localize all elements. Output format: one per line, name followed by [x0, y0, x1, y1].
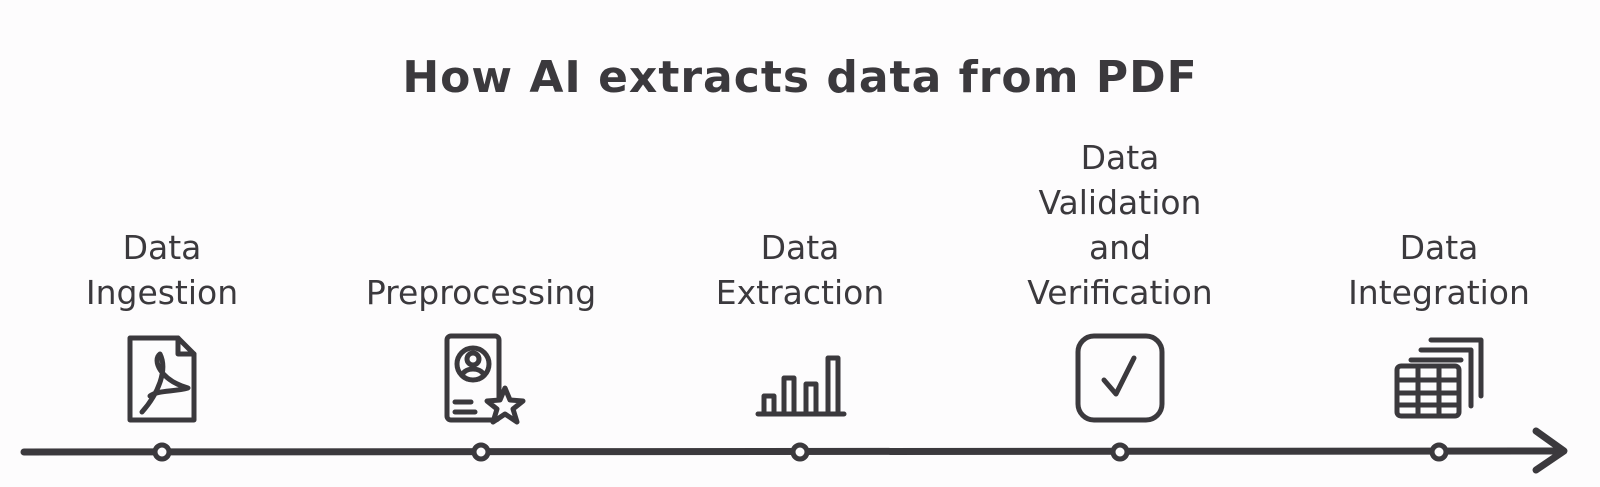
stage-label: Data Extraction: [715, 228, 885, 312]
stacked-tables-icon: [1389, 332, 1489, 428]
stage-data-validation: Data Validation and Verification: [990, 0, 1250, 487]
stage-label: Data Integration: [1348, 228, 1530, 312]
stage-label: Preprocessing: [365, 273, 597, 312]
timeline-node-ingestion: [152, 442, 172, 462]
diagram-title: How AI extracts data from PDF: [402, 52, 1198, 103]
pdf-file-icon: [112, 332, 212, 428]
stage-data-integration: Data Integration: [1309, 0, 1569, 487]
stage-label: Data Ingestion: [85, 228, 239, 312]
timeline-node-extraction: [790, 442, 810, 462]
stage-label: Data Validation and Verification: [1027, 138, 1213, 312]
timeline-node-validation: [1110, 442, 1130, 462]
checkbox-check-icon: [1070, 332, 1170, 428]
stage-data-extraction: Data Extraction: [670, 0, 930, 487]
bar-chart-icon: [750, 332, 850, 428]
timeline-node-preprocessing: [471, 442, 491, 462]
stage-data-ingestion: Data Ingestion: [32, 0, 292, 487]
stage-preprocessing: Preprocessing: [351, 0, 611, 487]
timeline-node-integration: [1429, 442, 1449, 462]
profile-document-star-icon: [431, 332, 531, 428]
